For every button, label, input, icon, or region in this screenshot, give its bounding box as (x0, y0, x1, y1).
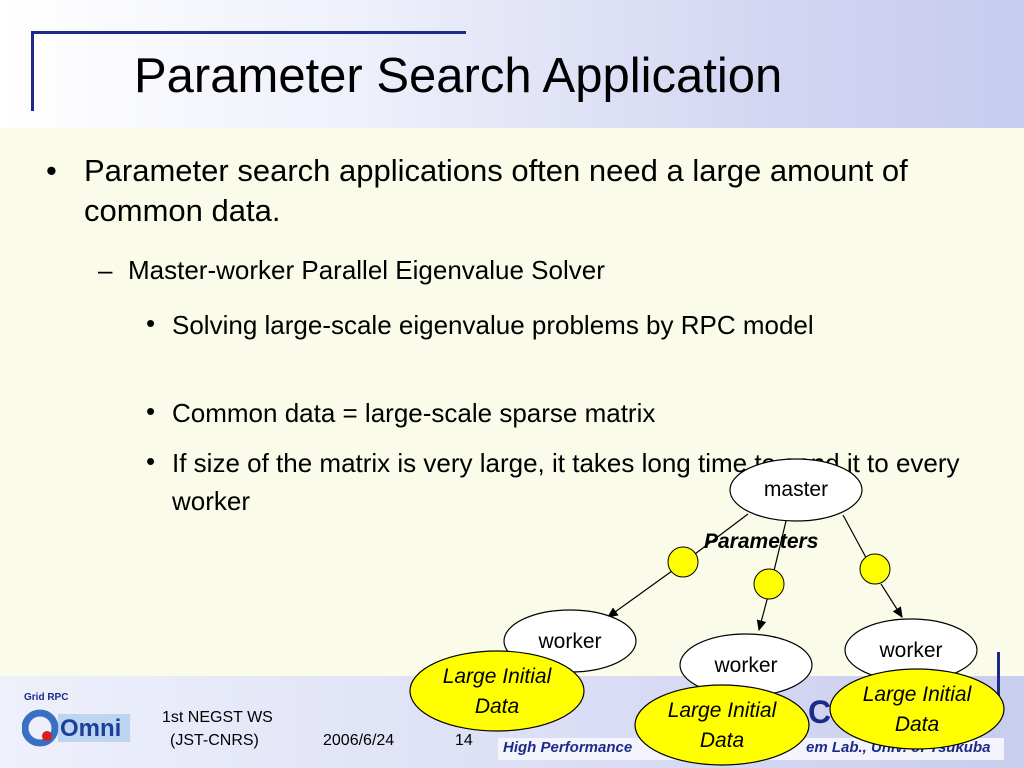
title-decoration-line (34, 31, 466, 34)
arrow-to-worker1 (607, 570, 673, 618)
initial-data-line2: Data (474, 695, 520, 718)
parameter-token-1 (667, 546, 699, 578)
initial-data-line1: Large Initial (667, 699, 777, 722)
initial-data-blob-3 (829, 668, 1005, 750)
initial-data-blob-2 (634, 684, 810, 766)
edge-master-param2 (771, 520, 787, 580)
initial-data-line2: Data (894, 713, 940, 736)
master-label: master (763, 478, 829, 501)
title-band (0, 0, 1024, 128)
worker-label-2: worker (714, 654, 778, 677)
lab-banner-left: High Performance (503, 739, 633, 756)
bullet-main: Parameter search applications often need… (84, 153, 908, 228)
footer-decoration-bar (997, 652, 1000, 718)
footer-event-org: (JST-CNRS) (170, 732, 259, 749)
subsub-bullet-2: Common data = large-scale sparse matrix (172, 398, 656, 428)
sub-bullet-marker: – (98, 255, 113, 285)
footer-page-number: 14 (455, 732, 473, 749)
initial-data-line1: Large Initial (442, 665, 552, 688)
subsub-bullet-marker: • (146, 308, 156, 338)
slide-title: Parameter Search Application (134, 49, 783, 103)
logo-wordmark: Omni (60, 715, 121, 742)
worker-label-1: worker (538, 630, 602, 653)
edge-master-param3 (842, 514, 871, 566)
initial-data-label-2: Large Initial Data (637, 696, 807, 756)
parameter-token-2 (753, 568, 785, 600)
subsub-bullet-1: Solving large-scale eigenvalue problems … (172, 310, 814, 340)
bullet-marker: • (46, 153, 57, 188)
sub-bullet: Master-worker Parallel Eigenvalue Solver (128, 255, 605, 285)
master-node (729, 458, 863, 522)
subsub-bullet-marker: • (146, 396, 156, 426)
subsub-bullet-marker: • (146, 446, 156, 476)
initial-data-label-3: Large Initial Data (832, 680, 1002, 740)
initial-data-line1: Large Initial (862, 683, 972, 706)
initial-data-line2: Data (699, 729, 745, 752)
parameter-token-3 (859, 553, 891, 585)
arrow-to-worker2 (756, 595, 769, 632)
initial-data-label-1: Large Initial Data (412, 662, 582, 722)
arrow-to-worker3 (880, 583, 903, 619)
parameters-label: Parameters (704, 530, 819, 553)
title-decoration-bar (31, 31, 34, 111)
initial-data-blob-1 (409, 650, 585, 732)
worker-label-3: worker (879, 639, 943, 662)
omni-logo: Grid RPC Omni (22, 692, 130, 747)
logo-caption: Grid RPC (24, 692, 68, 703)
footer-event: 1st NEGST WS (162, 709, 273, 726)
footer-date: 2006/6/24 (323, 732, 395, 749)
